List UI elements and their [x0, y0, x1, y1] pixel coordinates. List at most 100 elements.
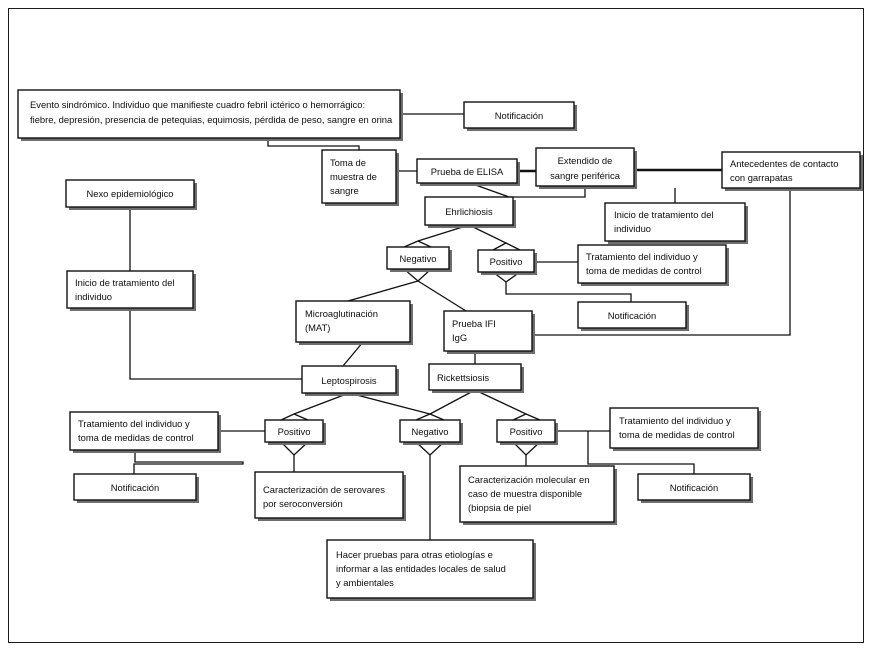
node-box	[17, 89, 401, 139]
node-evento-sindromico[interactable]: Evento sindrómico. Individuo que manifie…	[17, 89, 403, 141]
node-label-line2: toma de medidas de control	[619, 429, 735, 440]
node-caracterizacion-serovares[interactable]: Caracterización de serovares por serocon…	[254, 471, 406, 521]
node-label-line1: Tratamiento del individuo y	[78, 418, 190, 429]
node-prueba-ifi-igg[interactable]: Prueba IFI IgG	[443, 310, 535, 354]
node-negativo-ehrlichiosis[interactable]: Negativo	[386, 246, 452, 272]
node-box	[326, 539, 534, 599]
node-box	[463, 101, 575, 129]
node-label: Negativo	[411, 426, 448, 437]
edge-ehrlichiosis-positivo-tick	[505, 242, 521, 251]
node-label: Notificación	[495, 110, 543, 121]
node-leptospirosis[interactable]: Leptospirosis	[301, 365, 399, 396]
node-label-line2: IgG	[452, 332, 467, 343]
node-label-line1: Caracterización de serovares	[263, 484, 385, 495]
node-box	[428, 363, 522, 391]
node-positivo-ehrlichiosis[interactable]: Positivo	[477, 249, 537, 275]
node-microaglutinacion-mat[interactable]: Microaglutinación (MAT)	[295, 300, 413, 345]
node-label-line3: sangre	[330, 185, 359, 196]
node-label: Positivo	[510, 426, 543, 437]
node-notificacion-1[interactable]: Notificación	[463, 101, 577, 131]
node-box	[424, 196, 514, 226]
node-rickettsiosis[interactable]: Rickettsiosis	[428, 363, 524, 393]
node-label-line2: por seroconversión	[263, 498, 343, 509]
node-label-line2: (MAT)	[305, 322, 330, 333]
node-hacer-pruebas-otras-etiologias[interactable]: Hacer pruebas para otras etiologías e in…	[326, 539, 536, 601]
node-positivo-rickettsiosis[interactable]: Positivo	[496, 419, 558, 445]
node-notificacion-4[interactable]: Notificación	[637, 473, 753, 503]
node-box	[399, 419, 461, 443]
node-label-line3: (biopsia de piel	[468, 502, 531, 513]
node-label-line2: caso de muestra disponible	[468, 488, 582, 499]
node-label: Positivo	[490, 256, 523, 267]
node-extendido-sangre-periferica[interactable]: Extendido de sangre periférica	[535, 147, 637, 189]
node-label-line1: Hacer pruebas para otras etiologías e	[336, 549, 493, 560]
edge-ehrlichiosis-negativo-tick	[417, 240, 432, 248]
edge-tratamientoizq-notificacion	[133, 450, 244, 474]
node-box	[535, 147, 635, 187]
node-box	[637, 473, 751, 501]
node-label: Leptospirosis	[321, 375, 377, 386]
node-negativo-medio[interactable]: Negativo	[399, 419, 463, 445]
node-box	[577, 301, 687, 329]
node-prueba-elisa[interactable]: Prueba de ELISA	[416, 158, 520, 186]
node-box	[73, 473, 197, 501]
edge-inicio-leptospirosis	[129, 308, 302, 380]
node-notificacion-3[interactable]: Notificación	[73, 473, 199, 503]
node-tratamiento-ehrlichiosis[interactable]: Tratamiento del individuo y toma de medi…	[577, 244, 729, 286]
edge-lepto-negativo-tick	[429, 413, 445, 421]
node-inicio-tratamiento-derecha[interactable]: Inicio de tratamiento del individuo	[604, 202, 748, 244]
node-label-line1: Microaglutinación	[305, 308, 378, 319]
node-tratamiento-izquierda[interactable]: Tratamiento del individuo y toma de medi…	[69, 411, 221, 453]
node-box	[477, 249, 535, 273]
edge-antecedentes-prueba-ifi	[532, 188, 791, 336]
edge-lepto-negativo	[348, 392, 433, 421]
node-label: Positivo	[278, 426, 311, 437]
node-label-line1: Evento sindrómico. Individuo que manifie…	[30, 99, 365, 110]
node-label-line1: Toma de	[330, 157, 366, 168]
node-box	[264, 419, 324, 443]
node-box	[301, 365, 397, 394]
node-ehrlichiosis[interactable]: Ehrlichiosis	[424, 196, 516, 228]
node-toma-muestra-sangre[interactable]: Toma de muestra de sangre	[321, 149, 399, 206]
edge-rickett-positivo-tick	[525, 413, 541, 421]
node-caracterizacion-molecular[interactable]: Caracterización molecular en caso de mue…	[459, 465, 617, 525]
edge-ehrlichiosis-negativo	[403, 224, 470, 248]
edge-lepto-positivo	[280, 392, 350, 421]
node-tratamiento-derecha[interactable]: Tratamiento del individuo y toma de medi…	[609, 407, 761, 451]
node-notificacion-2[interactable]: Notificación	[577, 301, 689, 331]
node-label-line2: individuo	[75, 291, 112, 302]
edge-mat-leptospirosis	[342, 341, 364, 367]
node-label: Rickettsiosis	[437, 372, 489, 383]
edge-rickett-positivo	[474, 389, 528, 421]
edge-negativo-microaglutinacion	[347, 280, 419, 302]
node-inicio-tratamiento-izquierda[interactable]: Inicio de tratamiento del individuo	[66, 270, 196, 311]
node-nexo-epidemiologico[interactable]: Nexo epidemiológico	[65, 179, 197, 210]
node-label-line2: toma de medidas de control	[78, 432, 194, 443]
node-box	[416, 158, 518, 184]
node-box	[386, 246, 450, 270]
node-label: Prueba de ELISA	[431, 166, 504, 177]
node-label-line2: muestra de	[330, 171, 377, 182]
node-label-line3: y ambientales	[336, 577, 394, 588]
node-label-line2: individuo	[614, 223, 651, 234]
node-label-line1: Inicio de tratamiento del	[614, 209, 714, 220]
node-label: Nexo epidemiológico	[86, 188, 173, 199]
node-box	[254, 471, 404, 519]
node-box	[577, 244, 727, 284]
node-label: Ehrlichiosis	[445, 206, 493, 217]
node-label-line2: con garrapatas	[730, 172, 793, 183]
node-label-line2: toma de medidas de control	[586, 265, 702, 276]
node-box	[65, 179, 195, 208]
node-label-line1: Tratamiento del individuo y	[586, 251, 698, 262]
node-positivo-leptospirosis[interactable]: Positivo	[264, 419, 326, 445]
node-label: Negativo	[399, 253, 436, 264]
node-antecedentes-contacto[interactable]: Antecedentes de contacto con garrapatas	[721, 151, 863, 191]
node-box	[66, 270, 194, 309]
node-box	[721, 151, 861, 189]
node-label-line2: fiebre, depresión, presencia de petequia…	[30, 114, 393, 125]
node-label-line2: sangre periférica	[550, 170, 621, 181]
node-label-line1: Antecedentes de contacto	[730, 158, 838, 169]
edge-positivo-notificacion	[505, 282, 632, 302]
